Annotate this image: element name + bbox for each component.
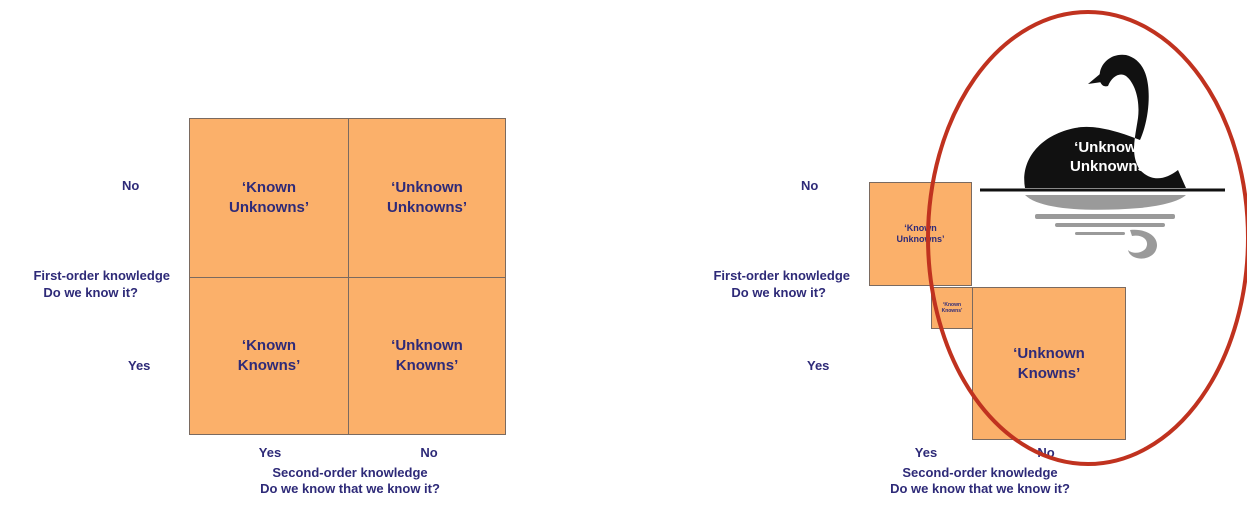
right-cell-known-unknowns: ‘Known Unknowns’ <box>869 182 972 286</box>
left-y-yes-label: Yes <box>128 358 151 373</box>
left-x-axis-title: Second-order knowledge <box>272 465 428 480</box>
left-cell-known-unknowns: ‘Known Unknowns’ <box>189 118 349 278</box>
left-cell-unknown-unknowns: ‘Unknown Unknowns’ <box>348 118 506 278</box>
swan-unknown-unknowns-label: ‘Unknown Unknowns’ <box>1069 139 1150 175</box>
right-cell-known-knowns: ‘Known Knowns’ <box>931 287 973 329</box>
swan-reflection <box>1025 195 1186 259</box>
right-x-axis-title: Second-order knowledge <box>902 465 1058 480</box>
right-x-yes-label: Yes <box>914 445 938 460</box>
right-cell-unknown-knowns: ‘Unknown Knowns’ <box>972 287 1126 440</box>
left-y-axis-subtitle: Do we know it? <box>43 285 138 300</box>
swan-beak-shape <box>1088 74 1102 84</box>
right-y-axis-title: First-order knowledge <box>713 268 850 283</box>
left-x-yes-label: Yes <box>258 445 282 460</box>
right-y-no-label: No <box>801 178 819 193</box>
left-cell-unknown-knowns: ‘Unknown Knowns’ <box>348 277 506 435</box>
left-y-no-label: No <box>122 178 140 193</box>
right-x-axis-subtitle: Do we know that we know it? <box>890 481 1070 496</box>
left-cell-known-knowns: ‘Known Knowns’ <box>189 277 349 435</box>
right-y-yes-label: Yes <box>807 358 830 373</box>
left-y-axis-title: First-order knowledge <box>33 268 170 283</box>
left-x-axis-subtitle: Do we know that we know it? <box>260 481 440 496</box>
left-x-no-label: No <box>420 445 438 460</box>
right-y-axis-subtitle: Do we know it? <box>731 285 826 300</box>
right-x-no-label: No <box>1037 445 1055 460</box>
